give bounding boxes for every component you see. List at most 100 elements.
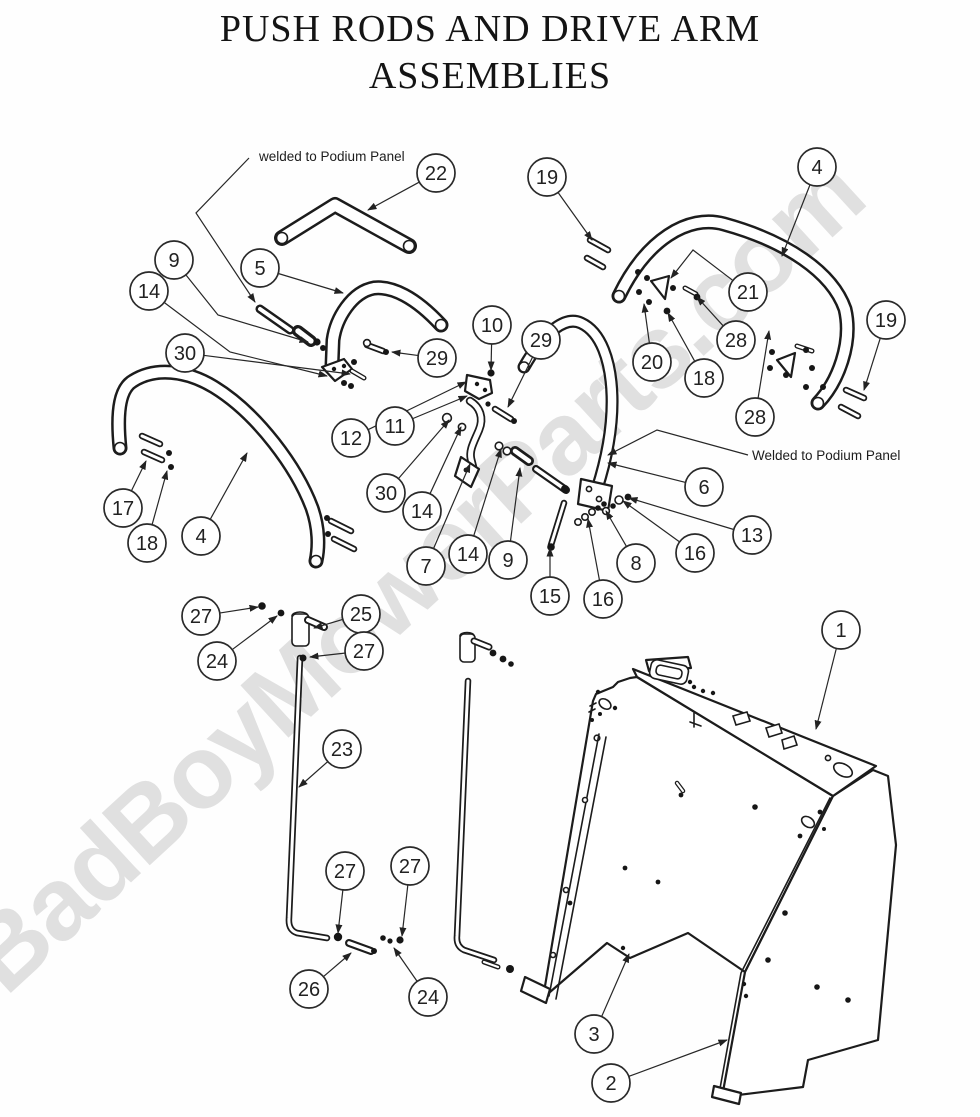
tube-part-22 — [274, 197, 417, 254]
leader-line-24 — [232, 615, 278, 650]
nut-dot — [610, 503, 616, 509]
callout-number-18: 18 — [693, 368, 715, 390]
panel-band-hole — [832, 762, 854, 778]
callout-number-24: 24 — [206, 651, 228, 673]
nut-dot — [341, 380, 347, 386]
nut-dot — [595, 689, 601, 695]
callout-number-23: 23 — [331, 739, 353, 761]
leader-line-24 — [393, 947, 418, 982]
nut-dot — [622, 865, 628, 871]
callout-circle-16 — [675, 533, 715, 573]
nut-dot — [752, 804, 758, 810]
callout-number-15: 15 — [539, 586, 561, 608]
callout-29: 29 — [521, 320, 561, 360]
pin-bolt-core — [534, 467, 568, 492]
callout-circle-11 — [375, 406, 415, 446]
nut-dot — [700, 688, 706, 694]
pin-bolt-core — [675, 781, 685, 793]
leader-line-4 — [209, 452, 248, 520]
washer — [441, 412, 453, 424]
callout-circle-27 — [344, 631, 384, 671]
callout-circle-27 — [181, 596, 221, 636]
callout-number-27: 27 — [399, 856, 421, 878]
panel-strut-foot — [519, 975, 552, 1005]
callout-19: 19 — [866, 300, 906, 340]
nut-dot — [258, 602, 266, 610]
callout-circle-18 — [127, 523, 167, 563]
nut-dot — [601, 501, 607, 507]
leader-line-9 — [185, 274, 309, 343]
callout-circle-16 — [583, 579, 623, 619]
callout-number-4: 4 — [811, 157, 822, 179]
callout-number-27: 27 — [334, 861, 356, 883]
callout-16: 16 — [675, 533, 715, 573]
nut-dot — [803, 347, 809, 353]
callout-28: 28 — [716, 320, 756, 360]
pin-bolt-core — [844, 388, 866, 400]
nut-dot — [567, 900, 573, 906]
callout-number-20: 20 — [641, 352, 663, 374]
callout-number-27: 27 — [190, 606, 212, 628]
leader-line-9 — [509, 467, 523, 541]
nut-dot — [655, 879, 661, 885]
panel-corner-hole — [598, 697, 612, 711]
nut-dot — [663, 307, 671, 315]
nut-dot — [817, 809, 823, 815]
callout-number-26: 26 — [298, 979, 320, 1001]
nut-dot — [547, 543, 555, 551]
nut-dot — [324, 515, 330, 521]
callout-circle-15 — [530, 576, 570, 616]
callout-27: 27 — [181, 596, 221, 636]
pin-bolt-core — [140, 434, 162, 446]
nut-dot — [595, 505, 601, 511]
callout-number-29: 29 — [426, 348, 448, 370]
callout-17: 17 — [103, 488, 143, 528]
callout-circle-13 — [732, 515, 772, 555]
pin-bolt-core — [549, 501, 566, 547]
callout-number-28: 28 — [744, 407, 766, 429]
callout-circle-12 — [331, 418, 371, 458]
leader-line-19 — [863, 338, 881, 391]
callout-circle-29 — [521, 320, 561, 360]
pin-bolt-core — [585, 256, 605, 269]
callout-4: 4 — [797, 147, 837, 187]
washer — [494, 441, 504, 451]
nut-dot — [166, 450, 172, 456]
callout-20: 20 — [632, 342, 672, 382]
callout-number-21: 21 — [737, 282, 759, 304]
drive-arm-flange — [576, 477, 614, 513]
leader-line-29 — [391, 349, 418, 357]
callout-14: 14 — [448, 534, 488, 574]
callout-30: 30 — [366, 473, 406, 513]
callout-number-7: 7 — [420, 556, 431, 578]
callout-28: 28 — [735, 397, 775, 437]
callout-4: 4 — [181, 516, 221, 556]
nut-dot — [644, 275, 650, 281]
leader-line-28 — [757, 330, 772, 398]
nut-dot — [485, 401, 491, 407]
callout-circle-22 — [416, 153, 456, 193]
nut-dot — [396, 936, 404, 944]
callout-circle-19 — [527, 157, 567, 197]
callout-19: 19 — [527, 157, 567, 197]
nut-dot — [383, 349, 389, 355]
callout-circle-6 — [684, 467, 724, 507]
nut-dot — [635, 269, 641, 275]
callout-3: 3 — [574, 1014, 614, 1054]
callout-circle-4 — [797, 147, 837, 187]
leader-line-17 — [131, 460, 147, 491]
weld-note-right-leader — [607, 429, 749, 456]
callout-27: 27 — [344, 631, 384, 671]
callout-21: 21 — [728, 272, 768, 312]
mount-bracket-28 — [775, 351, 797, 379]
nut-dot — [371, 948, 377, 954]
pivot-bracket-12 — [463, 373, 494, 401]
callout-9: 9 — [154, 240, 194, 280]
leader-line-8 — [605, 510, 627, 547]
leader-line-10 — [487, 344, 495, 371]
callout-circle-9 — [488, 540, 528, 580]
pin-bolt-core — [683, 286, 698, 296]
callout-circle-7 — [406, 546, 446, 586]
nut-dot — [487, 369, 495, 377]
